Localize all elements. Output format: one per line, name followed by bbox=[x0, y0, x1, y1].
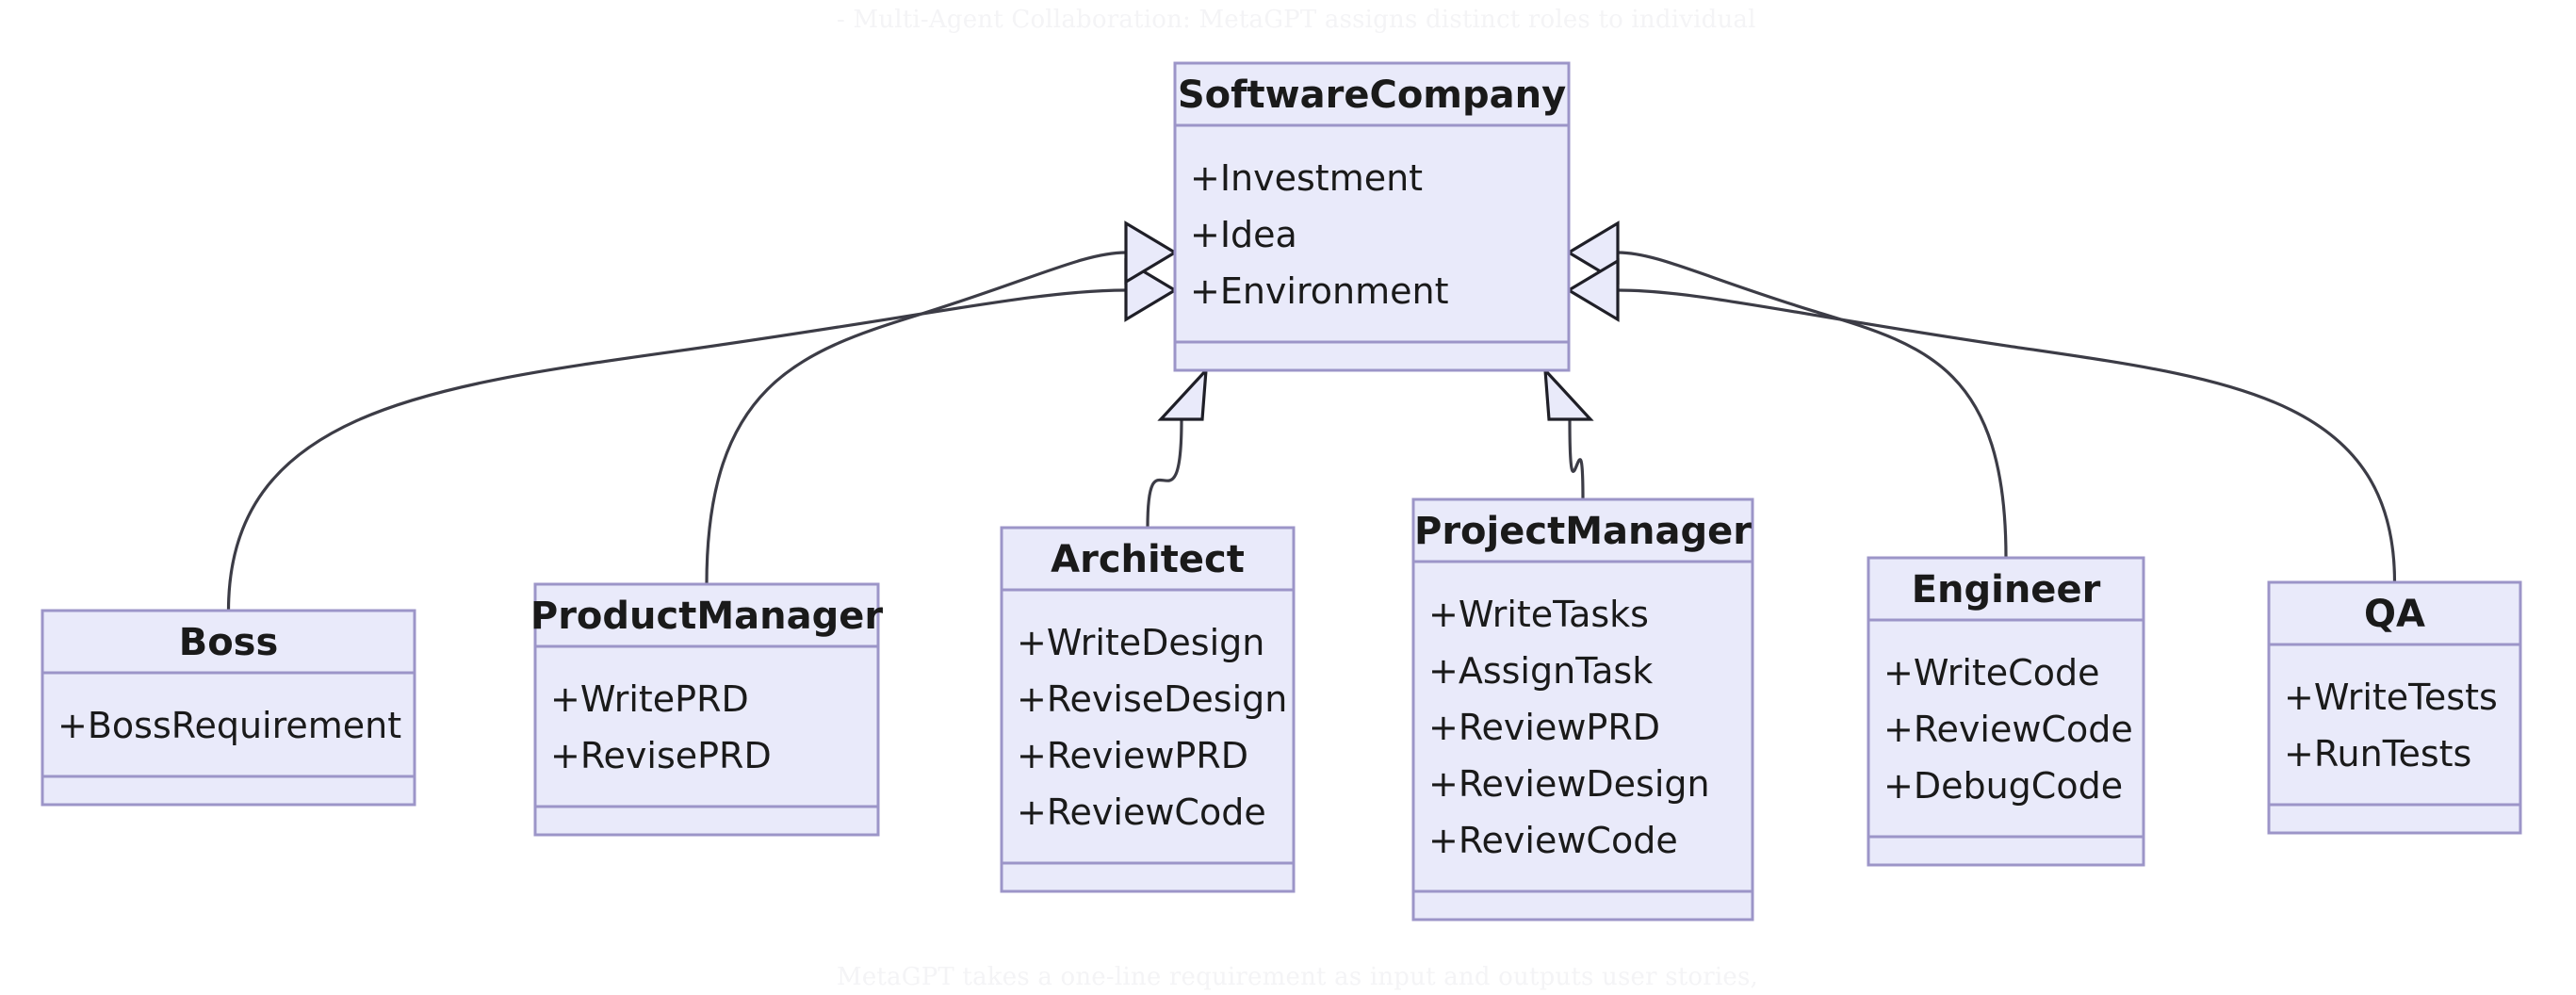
class-box-outline bbox=[41, 609, 416, 807]
class-member-label: +ReviewCode bbox=[1883, 709, 2133, 750]
inheritance-edge-productmanager bbox=[705, 251, 1127, 585]
class-member-label: +ReviseDesign bbox=[1017, 678, 1287, 720]
class-name-label: QA bbox=[2364, 593, 2425, 636]
inheritance-arrowhead-qa bbox=[1565, 258, 1620, 322]
uml-class-engineer[interactable]: Engineer +WriteCode +ReviewCode +DebugCode bbox=[1867, 556, 2145, 867]
class-box-outline bbox=[533, 582, 880, 837]
class-box-outline bbox=[1411, 498, 1754, 922]
class-member-label: +ReviewDesign bbox=[1428, 763, 1710, 805]
class-member-label: +Idea bbox=[1190, 214, 1297, 255]
class-member-label: +Environment bbox=[1190, 270, 1448, 312]
class-name-label: SoftwareCompany bbox=[1178, 73, 1566, 117]
class-member-label: +WriteTests bbox=[2284, 677, 2498, 718]
class-box-outline bbox=[1000, 526, 1296, 893]
class-box-outline bbox=[1173, 61, 1571, 372]
class-member-label: +WritePRD bbox=[550, 678, 749, 720]
class-member-label: +ReviewCode bbox=[1428, 820, 1678, 861]
class-member-label: +BossRequirement bbox=[57, 705, 401, 746]
inheritance-arrowhead-architect bbox=[1157, 366, 1208, 421]
class-member-label: +AssignTask bbox=[1428, 650, 1653, 692]
class-member-label: +Investment bbox=[1190, 157, 1423, 199]
class-name-label: Engineer bbox=[1912, 568, 2101, 612]
uml-class-architect[interactable]: Architect +WriteDesign +ReviseDesign +Revie… bbox=[1000, 526, 1296, 893]
class-member-label: +ReviewPRD bbox=[1428, 707, 1660, 748]
uml-class-productmanager[interactable]: ProductManager +WritePRD +RevisePRD bbox=[530, 582, 883, 837]
class-member-label: +WriteDesign bbox=[1017, 622, 1264, 663]
inheritance-arrowhead-projectmanager bbox=[1543, 366, 1594, 421]
inheritance-edge-projectmanager bbox=[1568, 418, 1585, 500]
class-member-label: +ReviewCode bbox=[1017, 791, 1266, 833]
background-caption-bottom: MetaGPT takes a one-line requirement as … bbox=[837, 963, 1758, 991]
uml-class-boss[interactable]: Boss +BossRequirement bbox=[41, 609, 416, 807]
inheritance-edge-qa bbox=[1617, 288, 2397, 583]
class-name-label: ProjectManager bbox=[1414, 510, 1752, 553]
class-member-label: +ReviewPRD bbox=[1017, 735, 1248, 776]
class-member-label: +DebugCode bbox=[1883, 765, 2123, 807]
edge-layer bbox=[226, 220, 2397, 612]
class-box-outline bbox=[2267, 580, 2522, 835]
class-box-outline bbox=[1867, 556, 2145, 867]
inheritance-edge-boss bbox=[226, 288, 1127, 612]
class-member-label: +RunTests bbox=[2284, 733, 2471, 775]
class-member-label: +WriteCode bbox=[1883, 652, 2099, 693]
class-box-layer: SoftwareCompany +Investment +Idea +Environm… bbox=[41, 61, 2522, 922]
background-caption-top: - Multi-Agent Collaboration: MetaGPT ass… bbox=[837, 6, 1756, 34]
uml-class-softwarecompany[interactable]: SoftwareCompany +Investment +Idea +Environm… bbox=[1173, 61, 1571, 372]
class-member-label: +RevisePRD bbox=[550, 735, 772, 776]
class-member-label: +WriteTasks bbox=[1428, 594, 1649, 635]
class-name-label: Architect bbox=[1051, 538, 1245, 581]
class-name-label: ProductManager bbox=[530, 595, 883, 638]
class-name-label: Boss bbox=[179, 621, 279, 664]
inheritance-edge-architect bbox=[1146, 418, 1183, 529]
uml-class-qa[interactable]: QA +WriteTests +RunTests bbox=[2267, 580, 2522, 835]
inheritance-arrowhead-productmanager bbox=[1124, 220, 1179, 285]
uml-class-projectmanager[interactable]: ProjectManager +WriteTasks +AssignTask +Rev… bbox=[1411, 498, 1754, 922]
